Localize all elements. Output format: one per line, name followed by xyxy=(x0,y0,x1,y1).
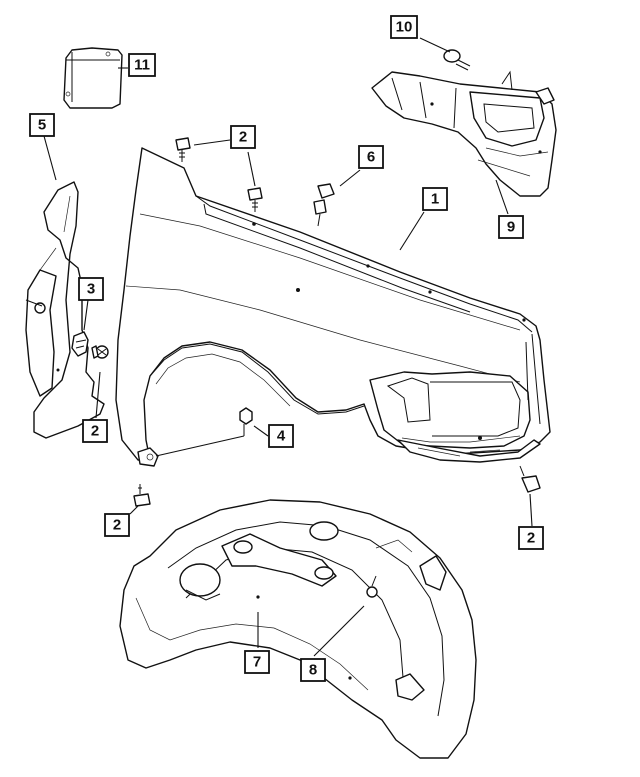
leader-4b xyxy=(155,435,245,457)
callout-3-label: 3 xyxy=(87,281,95,298)
callout-4: 4 xyxy=(268,424,294,448)
callout-2-lower-right: 2 xyxy=(518,526,544,550)
front-fender-part xyxy=(115,147,551,467)
callout-2-lower-left: 2 xyxy=(104,513,130,537)
callout-7: 7 xyxy=(244,650,270,674)
callout-6: 6 xyxy=(358,145,384,169)
fender-clip-part xyxy=(71,331,89,357)
cowl-shield-part xyxy=(371,70,557,197)
bolt-fender-flange-part xyxy=(247,187,263,212)
callout-10: 10 xyxy=(390,15,418,39)
push-pin-part xyxy=(443,49,471,71)
callout-1-label: 1 xyxy=(431,191,439,208)
shield-bracket-part xyxy=(63,47,123,109)
leader-1 xyxy=(399,211,425,251)
leader-lines xyxy=(43,37,533,657)
fender-side-shield-part xyxy=(25,181,105,439)
callout-9-label: 9 xyxy=(507,219,515,236)
leader-10 xyxy=(419,37,451,53)
bolt-fender-top-part xyxy=(175,137,191,162)
callout-11: 11 xyxy=(128,53,156,77)
callout-4-label: 4 xyxy=(277,428,286,445)
callout-2-lower-left-label: 2 xyxy=(113,517,121,534)
leader-2c xyxy=(129,505,139,515)
leader-2d xyxy=(529,493,533,527)
leader-5 xyxy=(43,135,57,181)
fender-stud-part xyxy=(313,183,335,227)
leader-3 xyxy=(83,299,89,331)
wheelhouse-liner-part xyxy=(119,499,477,759)
callout-8: 8 xyxy=(300,658,326,682)
fender-nut-part xyxy=(239,407,253,436)
callout-2-left-label: 2 xyxy=(91,423,99,440)
leader-6 xyxy=(339,169,361,187)
callout-2-lower-right-label: 2 xyxy=(527,530,535,547)
leader-2a-top xyxy=(193,139,231,146)
callout-7-label: 7 xyxy=(253,654,261,671)
callout-10-label: 10 xyxy=(396,19,413,36)
leader-8 xyxy=(313,605,365,657)
leader-4 xyxy=(253,425,269,437)
bolt-lower-right-part xyxy=(519,465,541,493)
callout-5-label: 5 xyxy=(38,117,46,134)
callout-11-label: 11 xyxy=(134,57,150,74)
callout-6-label: 6 xyxy=(367,149,375,166)
callout-3: 3 xyxy=(78,277,104,301)
callout-1: 1 xyxy=(422,187,448,211)
leader-2a-down xyxy=(247,151,256,187)
callout-9: 9 xyxy=(498,215,524,239)
bolt-lower-left-part xyxy=(133,484,151,507)
callout-2-left: 2 xyxy=(82,419,108,443)
callout-5: 5 xyxy=(29,113,55,137)
callout-8-label: 8 xyxy=(309,662,317,679)
leader-9 xyxy=(495,179,509,215)
callout-2-top: 2 xyxy=(230,125,256,149)
callout-2-top-label: 2 xyxy=(239,129,247,146)
leader-2b xyxy=(95,371,101,419)
bolt-shield-part xyxy=(91,345,109,359)
